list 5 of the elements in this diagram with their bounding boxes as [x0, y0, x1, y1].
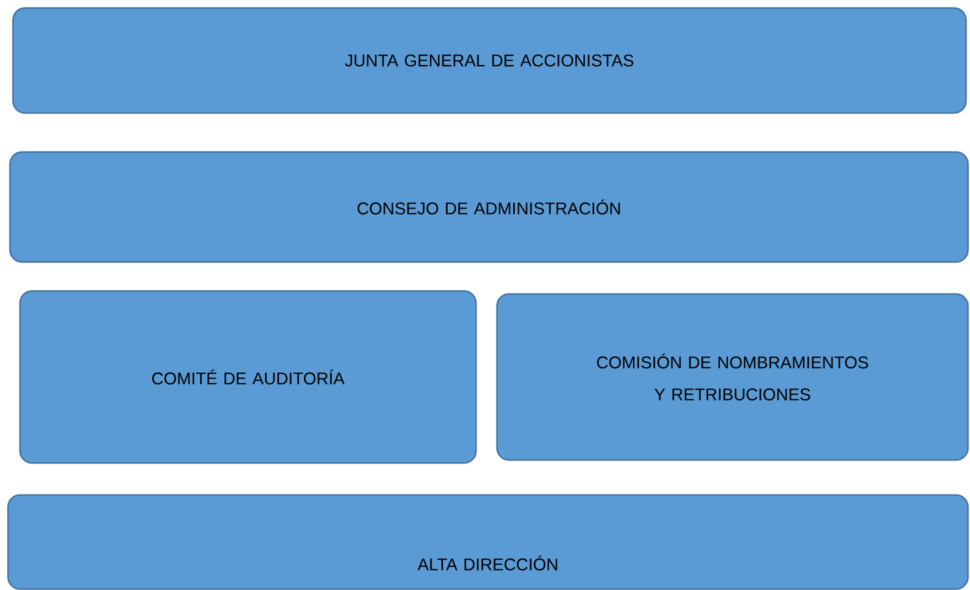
- org-box: JUNTA GENERAL DE ACCIONISTAS: [12, 7, 967, 114]
- org-box: COMISIÓN DE NOMBRAMIENTOS Y RETRIBUCIONES: [496, 293, 969, 461]
- org-box: CONSEJO DE ADMINISTRACIÓN: [9, 151, 969, 263]
- org-box: ALTA DIRECCIÓN: [7, 494, 969, 590]
- org-box: COMITÉ DE AUDITORÍA: [19, 290, 477, 464]
